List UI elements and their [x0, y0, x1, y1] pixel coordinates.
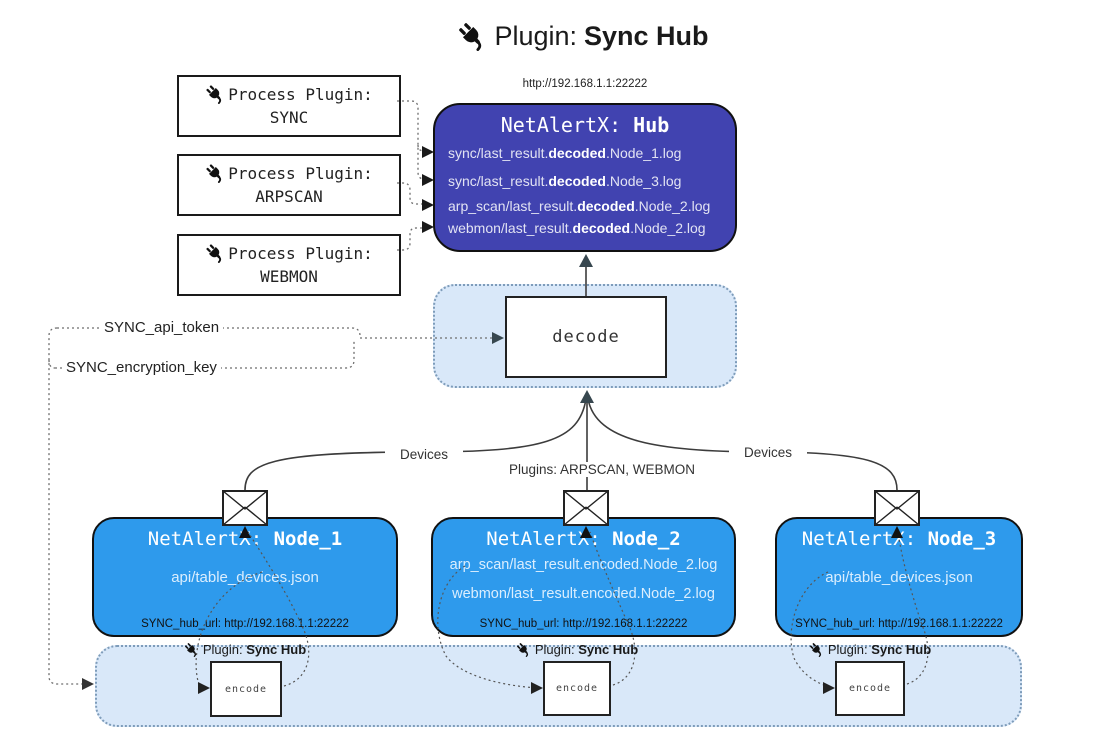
edge-label-devices-right: Devices	[729, 445, 807, 460]
hub-file-line: arp_scan/last_result.decoded.Node_2.log	[448, 198, 711, 214]
process-plugin-name: ARPSCAN	[255, 187, 323, 206]
process-plugin-connectors	[397, 100, 434, 251]
process-plugin-name: SYNC	[269, 108, 309, 127]
band-plugin-text: Plugin: Sync Hub	[534, 641, 639, 657]
edge-label-plugins: Plugins: ARPSCAN, WEBMON	[505, 462, 695, 477]
process-plugin-label: Process Plugin:	[205, 242, 373, 265]
arrowhead	[580, 390, 594, 403]
plug-icon	[184, 642, 199, 657]
process-plugin-label: Process Plugin:	[205, 162, 373, 185]
hub-url-label: http://192.168.1.1:22222	[522, 78, 648, 90]
plug-icon	[205, 163, 225, 183]
band-plugin-text: Plugin: Sync Hub	[827, 641, 932, 657]
plug-icon	[809, 642, 824, 657]
arrowhead	[82, 678, 94, 690]
band-plugin-text: Plugin: Sync Hub	[202, 641, 307, 657]
process-plugin-label: Process Plugin:	[205, 83, 373, 106]
hub-file-line: sync/last_result.decoded.Node_3.log	[448, 173, 682, 189]
hub-box: NetAlertX: Hub sync/last_result.decoded.…	[433, 103, 737, 252]
encode-box-2: encode	[543, 661, 611, 716]
node-file-line: webmon/last_result.encoded.Node_2.log	[452, 586, 715, 602]
plug-icon	[205, 84, 225, 104]
hub-file-line: sync/last_result.decoded.Node_1.log	[448, 145, 682, 161]
node-title: NetAlertX: Node_3	[801, 528, 997, 550]
node-hub-url: SYNC_hub_url: http://192.168.1.1:22222	[795, 618, 1003, 630]
node-file-line: arp_scan/last_result.encoded.Node_2.log	[449, 557, 718, 573]
node-3-box: NetAlertX: Node_3 api/table_devices.json…	[775, 517, 1023, 637]
node-file-line: api/table_devices.json	[171, 569, 319, 586]
node-1-box: NetAlertX: Node_1 api/table_devices.json…	[92, 517, 398, 637]
node-hub-url: SYNC_hub_url: http://192.168.1.1:22222	[141, 618, 349, 630]
arrowhead	[579, 254, 593, 267]
band-plugin-label: Plugin: Sync Hub	[785, 640, 955, 658]
sync-encryption-key-label: SYNC_encryption_key	[62, 359, 221, 376]
node-hub-url: SYNC_hub_url: http://192.168.1.1:22222	[479, 618, 688, 630]
hub-file-line: webmon/last_result.decoded.Node_2.log	[448, 220, 706, 236]
node-2-box: NetAlertX: Node_2 arp_scan/last_result.e…	[431, 517, 736, 637]
plug-icon	[516, 642, 531, 657]
band-plugin-label: Plugin: Sync Hub	[160, 640, 330, 658]
encode-box-3: encode	[835, 661, 905, 716]
plug-icon	[457, 21, 487, 51]
node-title: NetAlertX: Node_2	[486, 528, 681, 550]
hub-title: NetAlertX: Hub	[500, 113, 670, 137]
page-title: Plugin: Sync Hub	[423, 14, 743, 58]
node-title: NetAlertX: Node_1	[147, 528, 343, 550]
page-title-prefix: Plugin:	[494, 20, 578, 51]
edge-label-devices-left: Devices	[385, 447, 463, 462]
process-plugin-name: WEBMON	[260, 267, 318, 286]
band-plugin-label: Plugin: Sync Hub	[492, 640, 662, 658]
page-title-name: Sync Hub	[584, 20, 709, 51]
node-file-line: api/table_devices.json	[825, 569, 973, 586]
plug-icon	[205, 243, 225, 263]
process-plugin-box-sync: Process Plugin: SYNC	[177, 75, 401, 137]
decode-box: decode	[505, 296, 667, 378]
process-plugin-box-arpscan: Process Plugin: ARPSCAN	[177, 154, 401, 216]
sync-api-token-label: SYNC_api_token	[100, 319, 224, 336]
process-plugin-box-webmon: Process Plugin: WEBMON	[177, 234, 401, 296]
encode-box-1: encode	[210, 661, 282, 717]
